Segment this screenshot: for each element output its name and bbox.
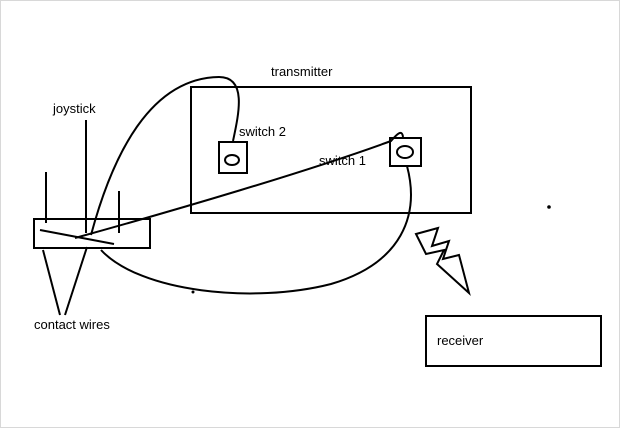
stray-dot-left xyxy=(191,290,195,294)
stray-dot-right xyxy=(547,205,551,209)
switch-2-box xyxy=(218,141,248,174)
receiver-label: receiver xyxy=(437,333,484,348)
switch-2-contact xyxy=(224,154,240,166)
switch-1-box xyxy=(389,137,422,167)
joystick-to-switch1-wire xyxy=(74,131,404,239)
transmitter-box xyxy=(190,86,472,214)
joystick-box xyxy=(33,218,151,249)
switch-1-label: switch 1 xyxy=(319,153,366,168)
joystick-to-switch2-wire xyxy=(90,75,240,236)
switch-1-contact xyxy=(396,145,414,159)
joystick-label: joystick xyxy=(53,101,96,116)
receiver-box xyxy=(425,315,602,367)
switch1-return-wire xyxy=(100,165,412,295)
contact-wires-pointer-left xyxy=(42,249,61,316)
transmitter-label: transmitter xyxy=(271,64,333,79)
lightning-bolt-icon xyxy=(414,226,471,297)
switch-2-label: switch 2 xyxy=(239,124,286,139)
contact-wires-label: contact wires xyxy=(34,317,110,332)
contact-wires-pointer-right xyxy=(64,246,88,316)
